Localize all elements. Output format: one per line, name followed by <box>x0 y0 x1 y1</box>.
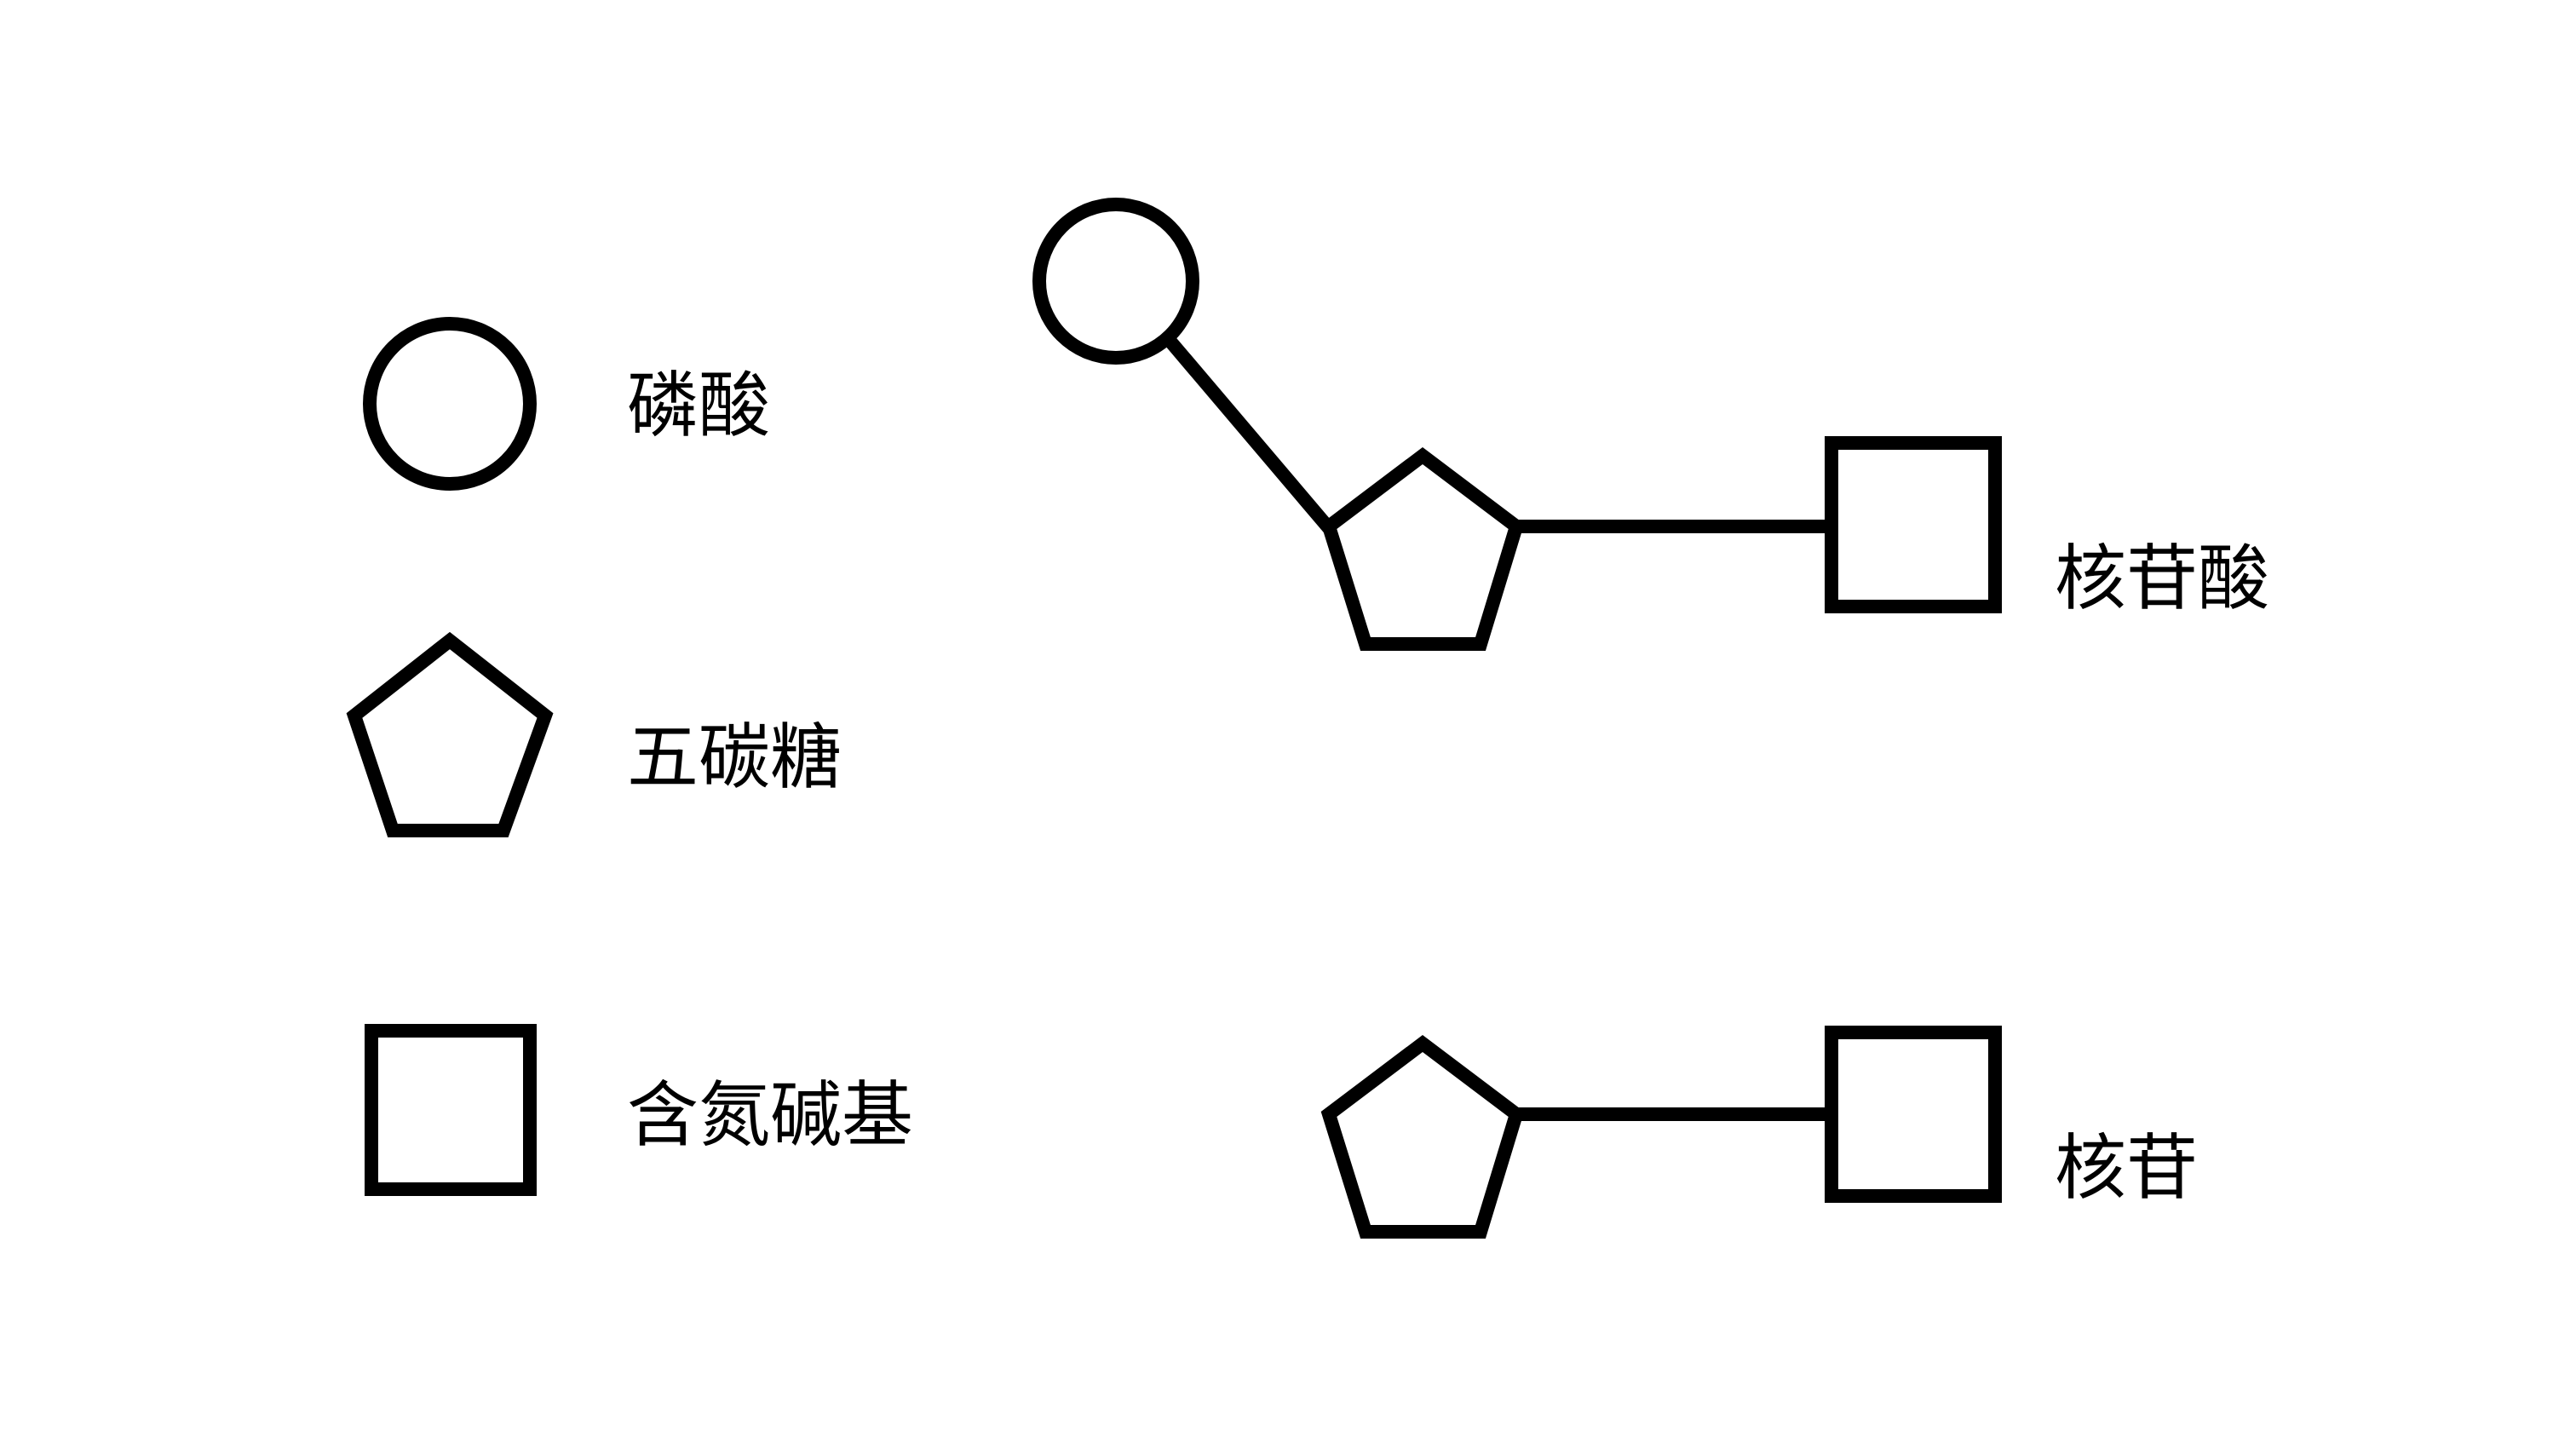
legend-base-square-icon <box>365 1024 537 1196</box>
nucleotide-base-square-icon <box>1825 436 2002 613</box>
nucleoside-pentose-pentagon-icon <box>1320 1034 1525 1239</box>
nucleotide-structure: 核苷酸 <box>1032 198 2269 651</box>
legend-pentose-pentagon-icon <box>346 631 554 837</box>
legend-base-label: 含氮碱基 <box>627 1073 913 1157</box>
nucleotide-phosphate-circle-icon <box>1032 198 1199 365</box>
nucleotide-label: 核苷酸 <box>2055 537 2269 620</box>
phosphate-sugar-bond <box>1165 337 1335 533</box>
nucleotide-pentose-pentagon-icon <box>1320 446 1525 651</box>
legend-pentose-label: 五碳糖 <box>627 716 842 799</box>
nucleoside-base-square-icon <box>1825 1026 2002 1203</box>
legend-phosphate-circle-icon <box>363 317 537 491</box>
nucleoside-structure: 核苷 <box>1320 1026 2198 1239</box>
legend-phosphate-label: 磷酸 <box>627 364 770 447</box>
nucleoside-label: 核苷 <box>2055 1126 2198 1210</box>
